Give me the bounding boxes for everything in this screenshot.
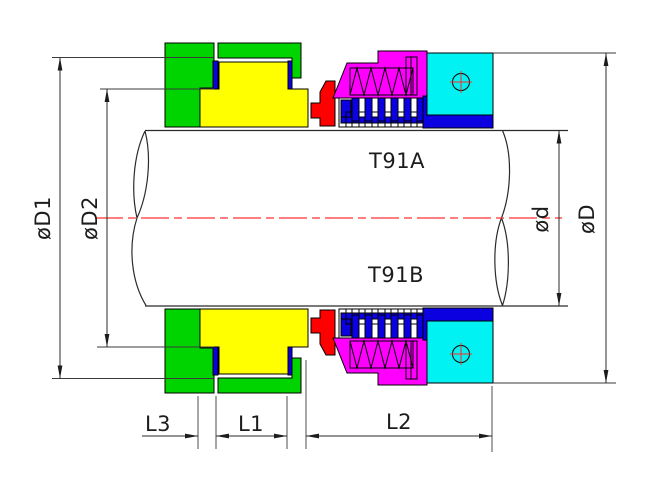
bellows-fold [390, 97, 399, 122]
bellows-finger [384, 111, 392, 128]
bellows-fold [377, 97, 386, 122]
bellows-finger [358, 111, 366, 128]
bellows-finger [410, 111, 418, 128]
seat-gasket-left-blue [212, 60, 219, 90]
label-model-upper: T91A [368, 149, 425, 173]
label-dia-D: øD [575, 204, 599, 234]
label-model-lower: T91B [367, 263, 424, 287]
label-dia-d: ød [529, 205, 553, 232]
bellows-fold [351, 97, 360, 122]
label-dia-d2: øD2 [78, 196, 102, 240]
bellows-finger [371, 111, 379, 128]
set-screw-cross [450, 71, 472, 93]
bellows-white-fingers [345, 111, 418, 128]
bellows-fold [364, 97, 373, 122]
shaft-break-left [131, 130, 150, 306]
label-l1: L1 [238, 412, 264, 436]
coil-spring-zigzag [349, 66, 414, 97]
shaft-break-right [494, 130, 511, 306]
lower-seal-assembly [164, 307, 494, 394]
upper-seal-assembly [164, 42, 494, 129]
spring-cavity [349, 67, 414, 96]
gland-ring-cyan [426, 52, 494, 116]
dimension-lines [57, 53, 609, 439]
bellows-finger [397, 111, 405, 128]
label-l3: L3 [145, 412, 171, 436]
labels: øD1 øD2 ød øD L3 L1 L2 T91A T91B [31, 149, 599, 436]
label-l2: L2 [386, 410, 412, 434]
bellows-fold [403, 97, 412, 122]
shaft [95, 129, 568, 307]
bellows-convolutions-blue [351, 97, 425, 122]
seat-gasket-right-blue [287, 60, 293, 90]
seal-face-red [310, 80, 336, 127]
label-dia-d1: øD1 [31, 196, 55, 240]
drive-collar-left-green [164, 42, 215, 128]
bellows-finger [345, 111, 353, 128]
